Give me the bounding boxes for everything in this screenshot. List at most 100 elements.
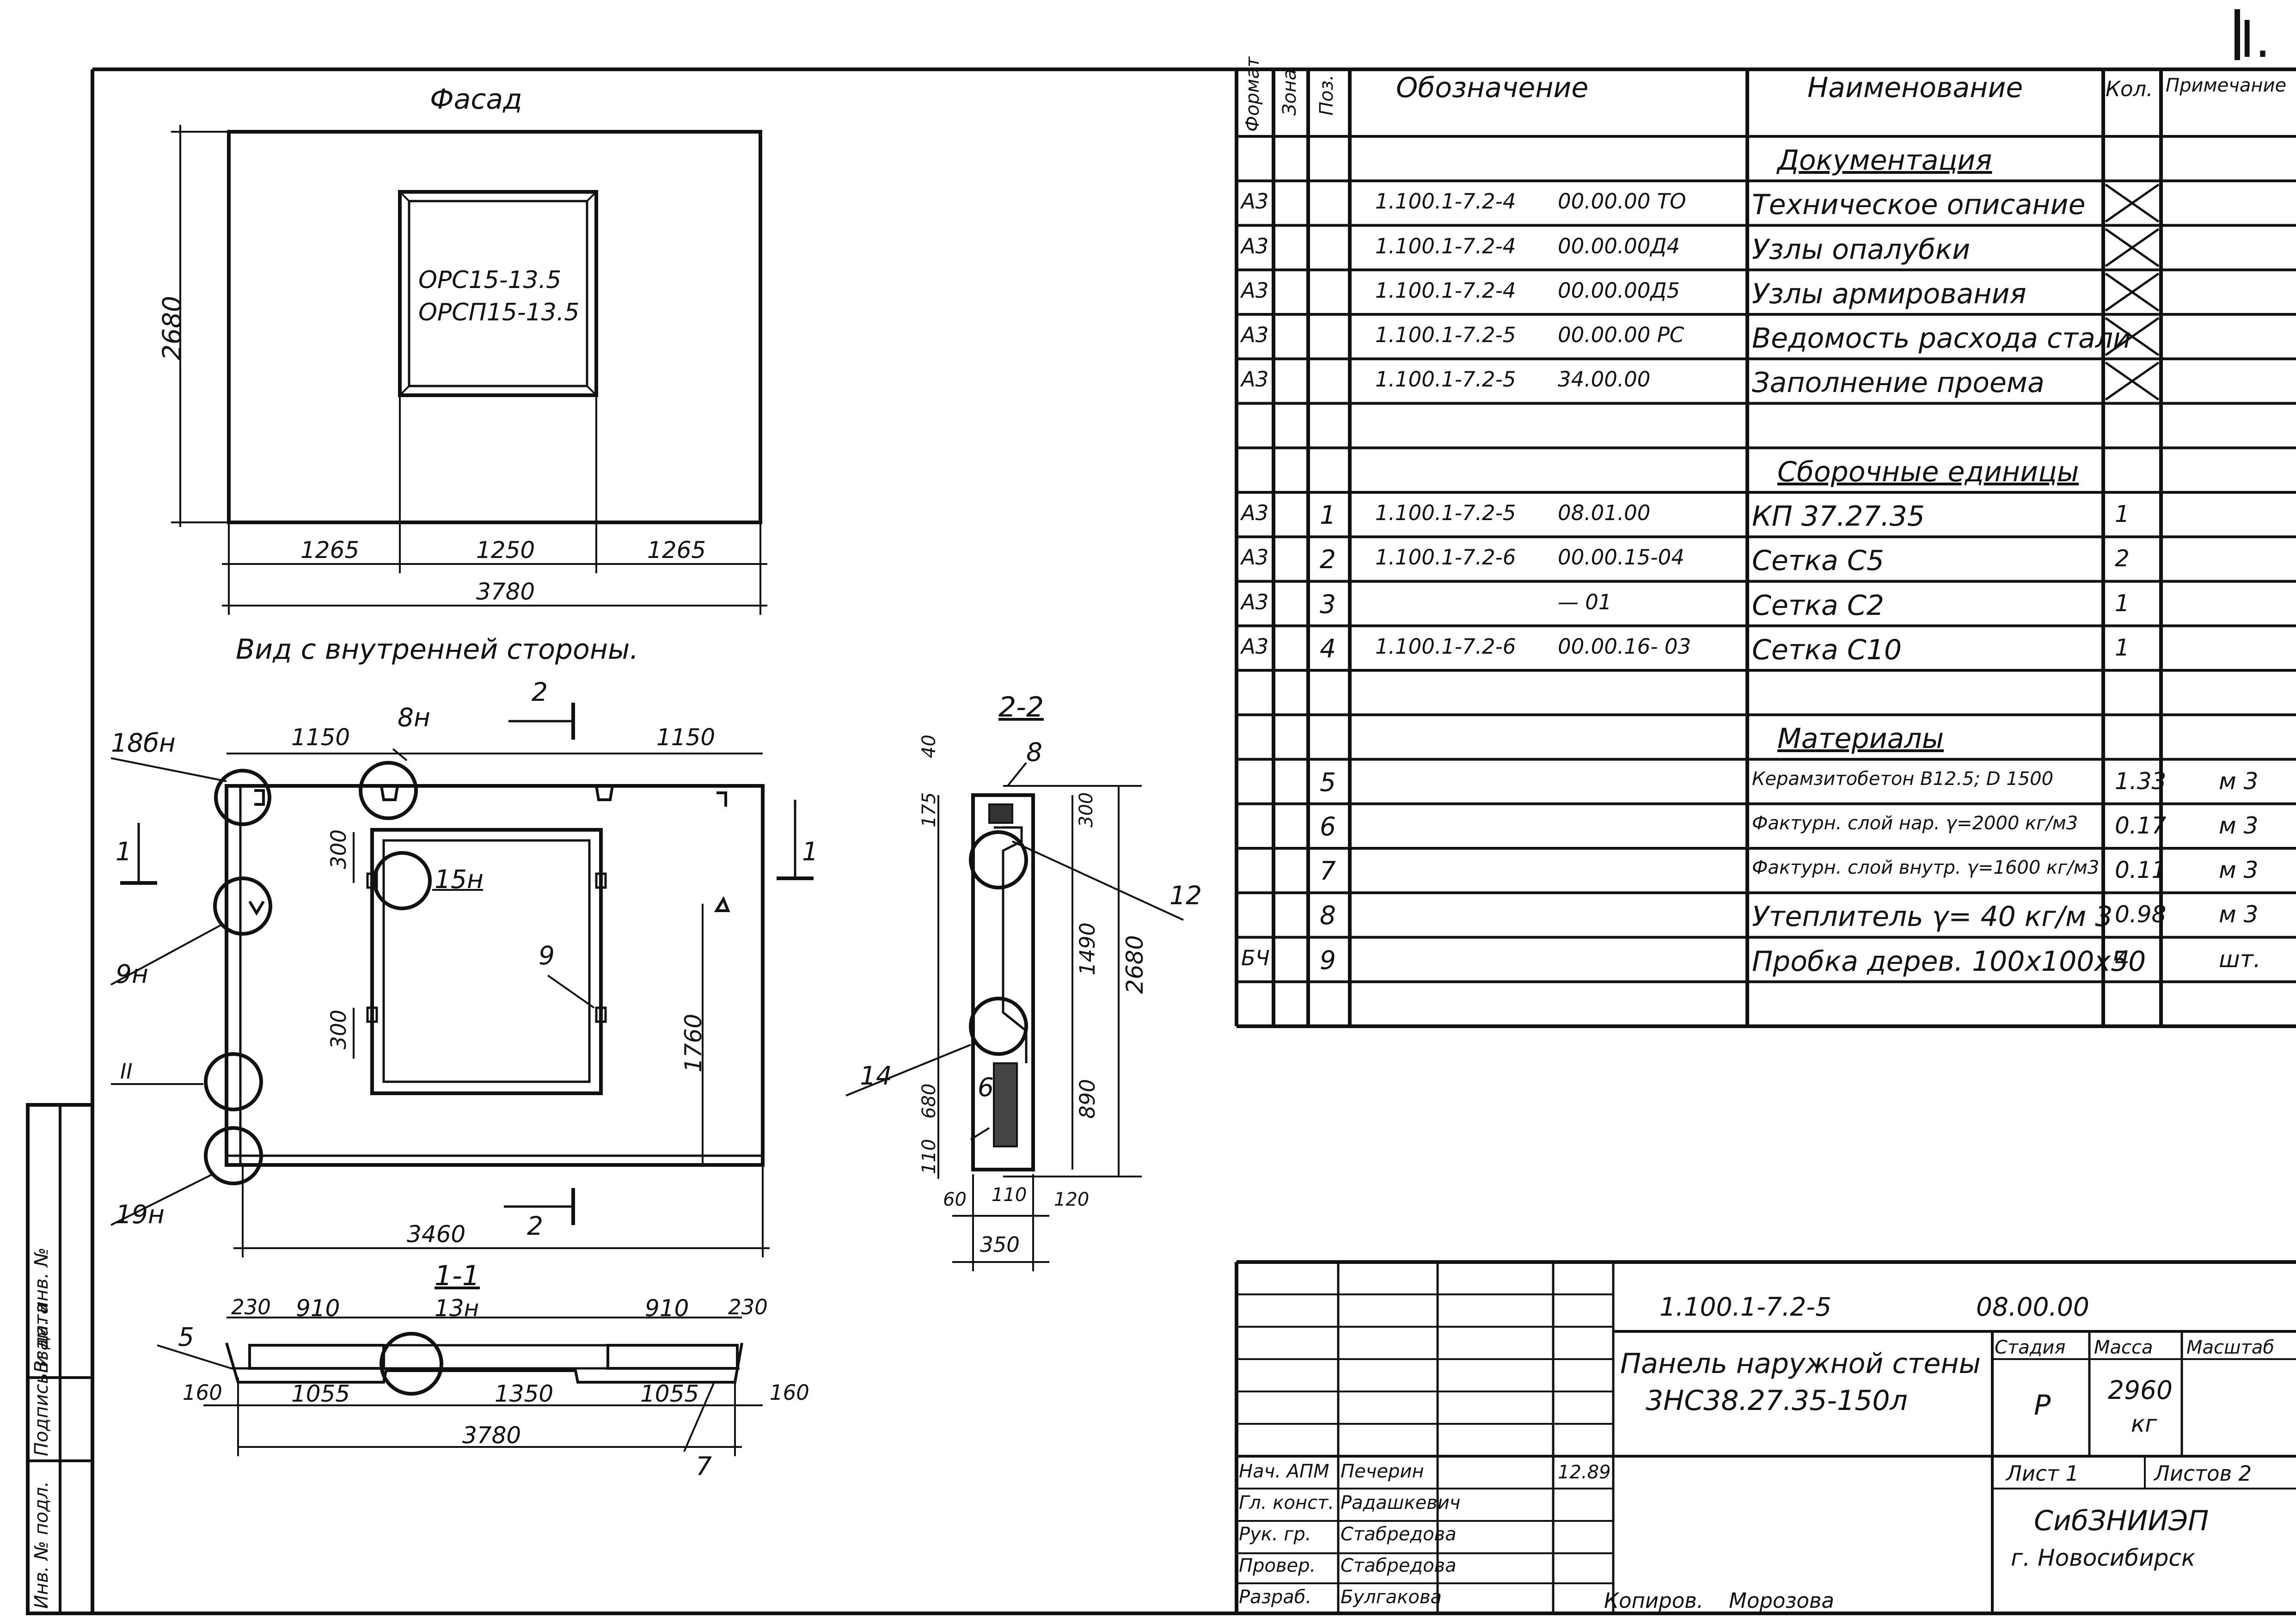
spec-row-code: 1.100.1-7.2-5 xyxy=(1375,323,1516,348)
spec-cross-mark xyxy=(2105,317,2160,356)
spec-row-pos: 3 xyxy=(1320,589,1336,619)
spec-row-name: Утеплитель γ= 40 кг/м 3 xyxy=(1752,901,2113,933)
spec-row-pos: 9 xyxy=(1320,945,1336,975)
inner-dim-300-upper: 300 xyxy=(326,829,351,869)
s11-bottom-dim-3: 1350 xyxy=(495,1380,554,1407)
tb-stage: Р xyxy=(2034,1389,2051,1422)
s11-top-dim-3: 13н xyxy=(435,1295,479,1322)
s22-left-dim-110: 110 xyxy=(918,1139,940,1174)
tb-scale-label: Масштаб xyxy=(2186,1337,2275,1358)
facade-height-dim: 2680 xyxy=(157,296,187,361)
spec-row-qty: 1 xyxy=(2115,634,2130,661)
tb-staff-name: Стабредова xyxy=(1341,1555,1457,1576)
s22-bottom-dim-120: 120 xyxy=(1054,1189,1090,1210)
s22-left-dim-680: 680 xyxy=(918,1083,940,1119)
spec-row-name: Пробка дерев. 100х100х50 xyxy=(1752,945,2146,978)
corner-mark: I. xyxy=(2240,10,2271,69)
s11-label-5: 5 xyxy=(178,1322,194,1352)
spec-row-code2: 34.00.00 xyxy=(1558,367,1651,392)
s22-right-dim-2680: 2680 xyxy=(1121,935,1148,994)
callout-15n: 15н xyxy=(435,864,484,894)
spec-row-code2: 00.00.15-04 xyxy=(1558,545,1684,570)
callout-II: II xyxy=(120,1059,133,1084)
spec-row-name: Материалы xyxy=(1777,723,1944,755)
callout-9n: 9н xyxy=(116,959,148,989)
spec-header-pos: Поз. xyxy=(1316,74,1337,116)
tb-sheet: Лист 1 xyxy=(2006,1461,2079,1486)
s11-top-dim-2: 910 xyxy=(296,1295,340,1322)
spec-row-code2: 00.00.00Д4 xyxy=(1558,233,1680,258)
section-2-2 xyxy=(845,762,1184,1271)
callout-19n: 19н xyxy=(116,1200,165,1229)
title-block-grid xyxy=(1235,1260,2296,1613)
spec-row-name: Техническое описание xyxy=(1752,189,2086,221)
spec-row-name: Узлы опалубки xyxy=(1752,233,1971,266)
section-mark-2-bottom: 2 xyxy=(527,1211,543,1241)
spec-row-format: А3 xyxy=(1241,545,1269,570)
spec-row-name: Керамзитобетон В12.5; D 1500 xyxy=(1752,768,2054,790)
spec-row-name: Сборочные единицы xyxy=(1777,455,2079,488)
tb-staff-role: Нач. АПМ xyxy=(1239,1461,1329,1482)
inner-dim-total: 3460 xyxy=(407,1221,466,1248)
spec-row-qty: 1 xyxy=(2115,501,2130,528)
spec-row-note: м 3 xyxy=(2219,767,2259,795)
spec-row-note: шт. xyxy=(2219,945,2261,973)
spec-row-code: 1.100.1-7.2-5 xyxy=(1375,367,1516,392)
tb-name-line2: 3НС38.27.35-150л xyxy=(1646,1385,1908,1417)
spec-row-pos: 8 xyxy=(1320,901,1336,931)
tb-staff-name: Булгакова xyxy=(1341,1587,1442,1608)
spec-row-code2: 08.01.00 xyxy=(1558,501,1651,526)
spec-row-code: 1.100.1-7.2-6 xyxy=(1375,545,1516,570)
spec-row-note: м 3 xyxy=(2219,901,2259,928)
spec-row-name: Сетка С10 xyxy=(1752,633,1902,666)
spec-row-pos: 4 xyxy=(1320,633,1336,663)
spec-row-qty: 1.33 xyxy=(2115,767,2167,795)
spec-row-pos: 2 xyxy=(1320,545,1336,575)
spec-row-name: Узлы армирования xyxy=(1752,277,2027,310)
inner-dim-300-lower: 300 xyxy=(326,1010,351,1049)
spec-row-format: А3 xyxy=(1241,189,1269,214)
pos-9-label: 9 xyxy=(539,941,555,970)
tb-staff-name: Радашкевич xyxy=(1341,1492,1461,1514)
s22-label-6: 6 xyxy=(978,1072,994,1102)
spec-row-name: Документация xyxy=(1777,144,1992,177)
s11-bottom-dim-1: 160 xyxy=(183,1380,222,1405)
facade-view xyxy=(171,125,767,615)
section-mark-1-right: 1 xyxy=(802,837,818,866)
tb-staff-role: Рук. гр. xyxy=(1239,1524,1311,1545)
tb-date: 12.89 xyxy=(1558,1462,1611,1483)
s22-right-dim-1490: 1490 xyxy=(1075,922,1100,975)
s22-label-14: 14 xyxy=(860,1061,892,1091)
callout-18bn: 18бн xyxy=(111,728,176,758)
tb-city: г. Новосибирск xyxy=(2011,1544,2196,1571)
s11-total: 3780 xyxy=(462,1422,521,1449)
spec-row-code2: 00.00.16- 03 xyxy=(1558,634,1691,659)
spec-row-format: А3 xyxy=(1241,233,1269,258)
side-stamp-vz: Взам. инв. № xyxy=(31,1247,52,1373)
spec-row-name: Сетка С5 xyxy=(1752,545,1884,577)
spec-cross-mark xyxy=(2105,272,2160,312)
spec-row-qty: 0.98 xyxy=(2115,901,2167,928)
section-1-1 xyxy=(157,1317,763,1456)
s11-top-dim-1: 230 xyxy=(231,1295,271,1319)
spec-row-name: КП 37.27.35 xyxy=(1752,500,1925,533)
facade-title: Фасад xyxy=(430,83,522,116)
inner-dim-top-2: 1150 xyxy=(656,724,716,751)
s11-label-7: 7 xyxy=(696,1452,712,1481)
s11-bottom-dim-5: 160 xyxy=(770,1380,809,1405)
spec-row-qty: 1 xyxy=(2115,589,2130,617)
s22-bottom-dim-350: 350 xyxy=(980,1232,1020,1257)
spec-row-name: Сетка С2 xyxy=(1752,589,1884,622)
callout-8n: 8н xyxy=(398,703,430,732)
spec-row-name: Заполнение проема xyxy=(1752,367,2045,399)
spec-row-code2: 00.00.00Д5 xyxy=(1558,278,1680,303)
s22-right-dim-890: 890 xyxy=(1075,1079,1100,1119)
section-1-1-title: 1-1 xyxy=(435,1260,480,1292)
spec-row-name: Фактурн. слой внутр. γ=1600 кг/м3 xyxy=(1752,857,2100,879)
spec-table-grid xyxy=(1235,69,2296,1028)
s11-top-dim-4: 910 xyxy=(645,1295,689,1322)
spec-row-code: 1.100.1-7.2-4 xyxy=(1375,233,1516,258)
spec-row-qty: 2 xyxy=(2115,545,2130,572)
spec-header-qty: Кол. xyxy=(2106,77,2153,101)
